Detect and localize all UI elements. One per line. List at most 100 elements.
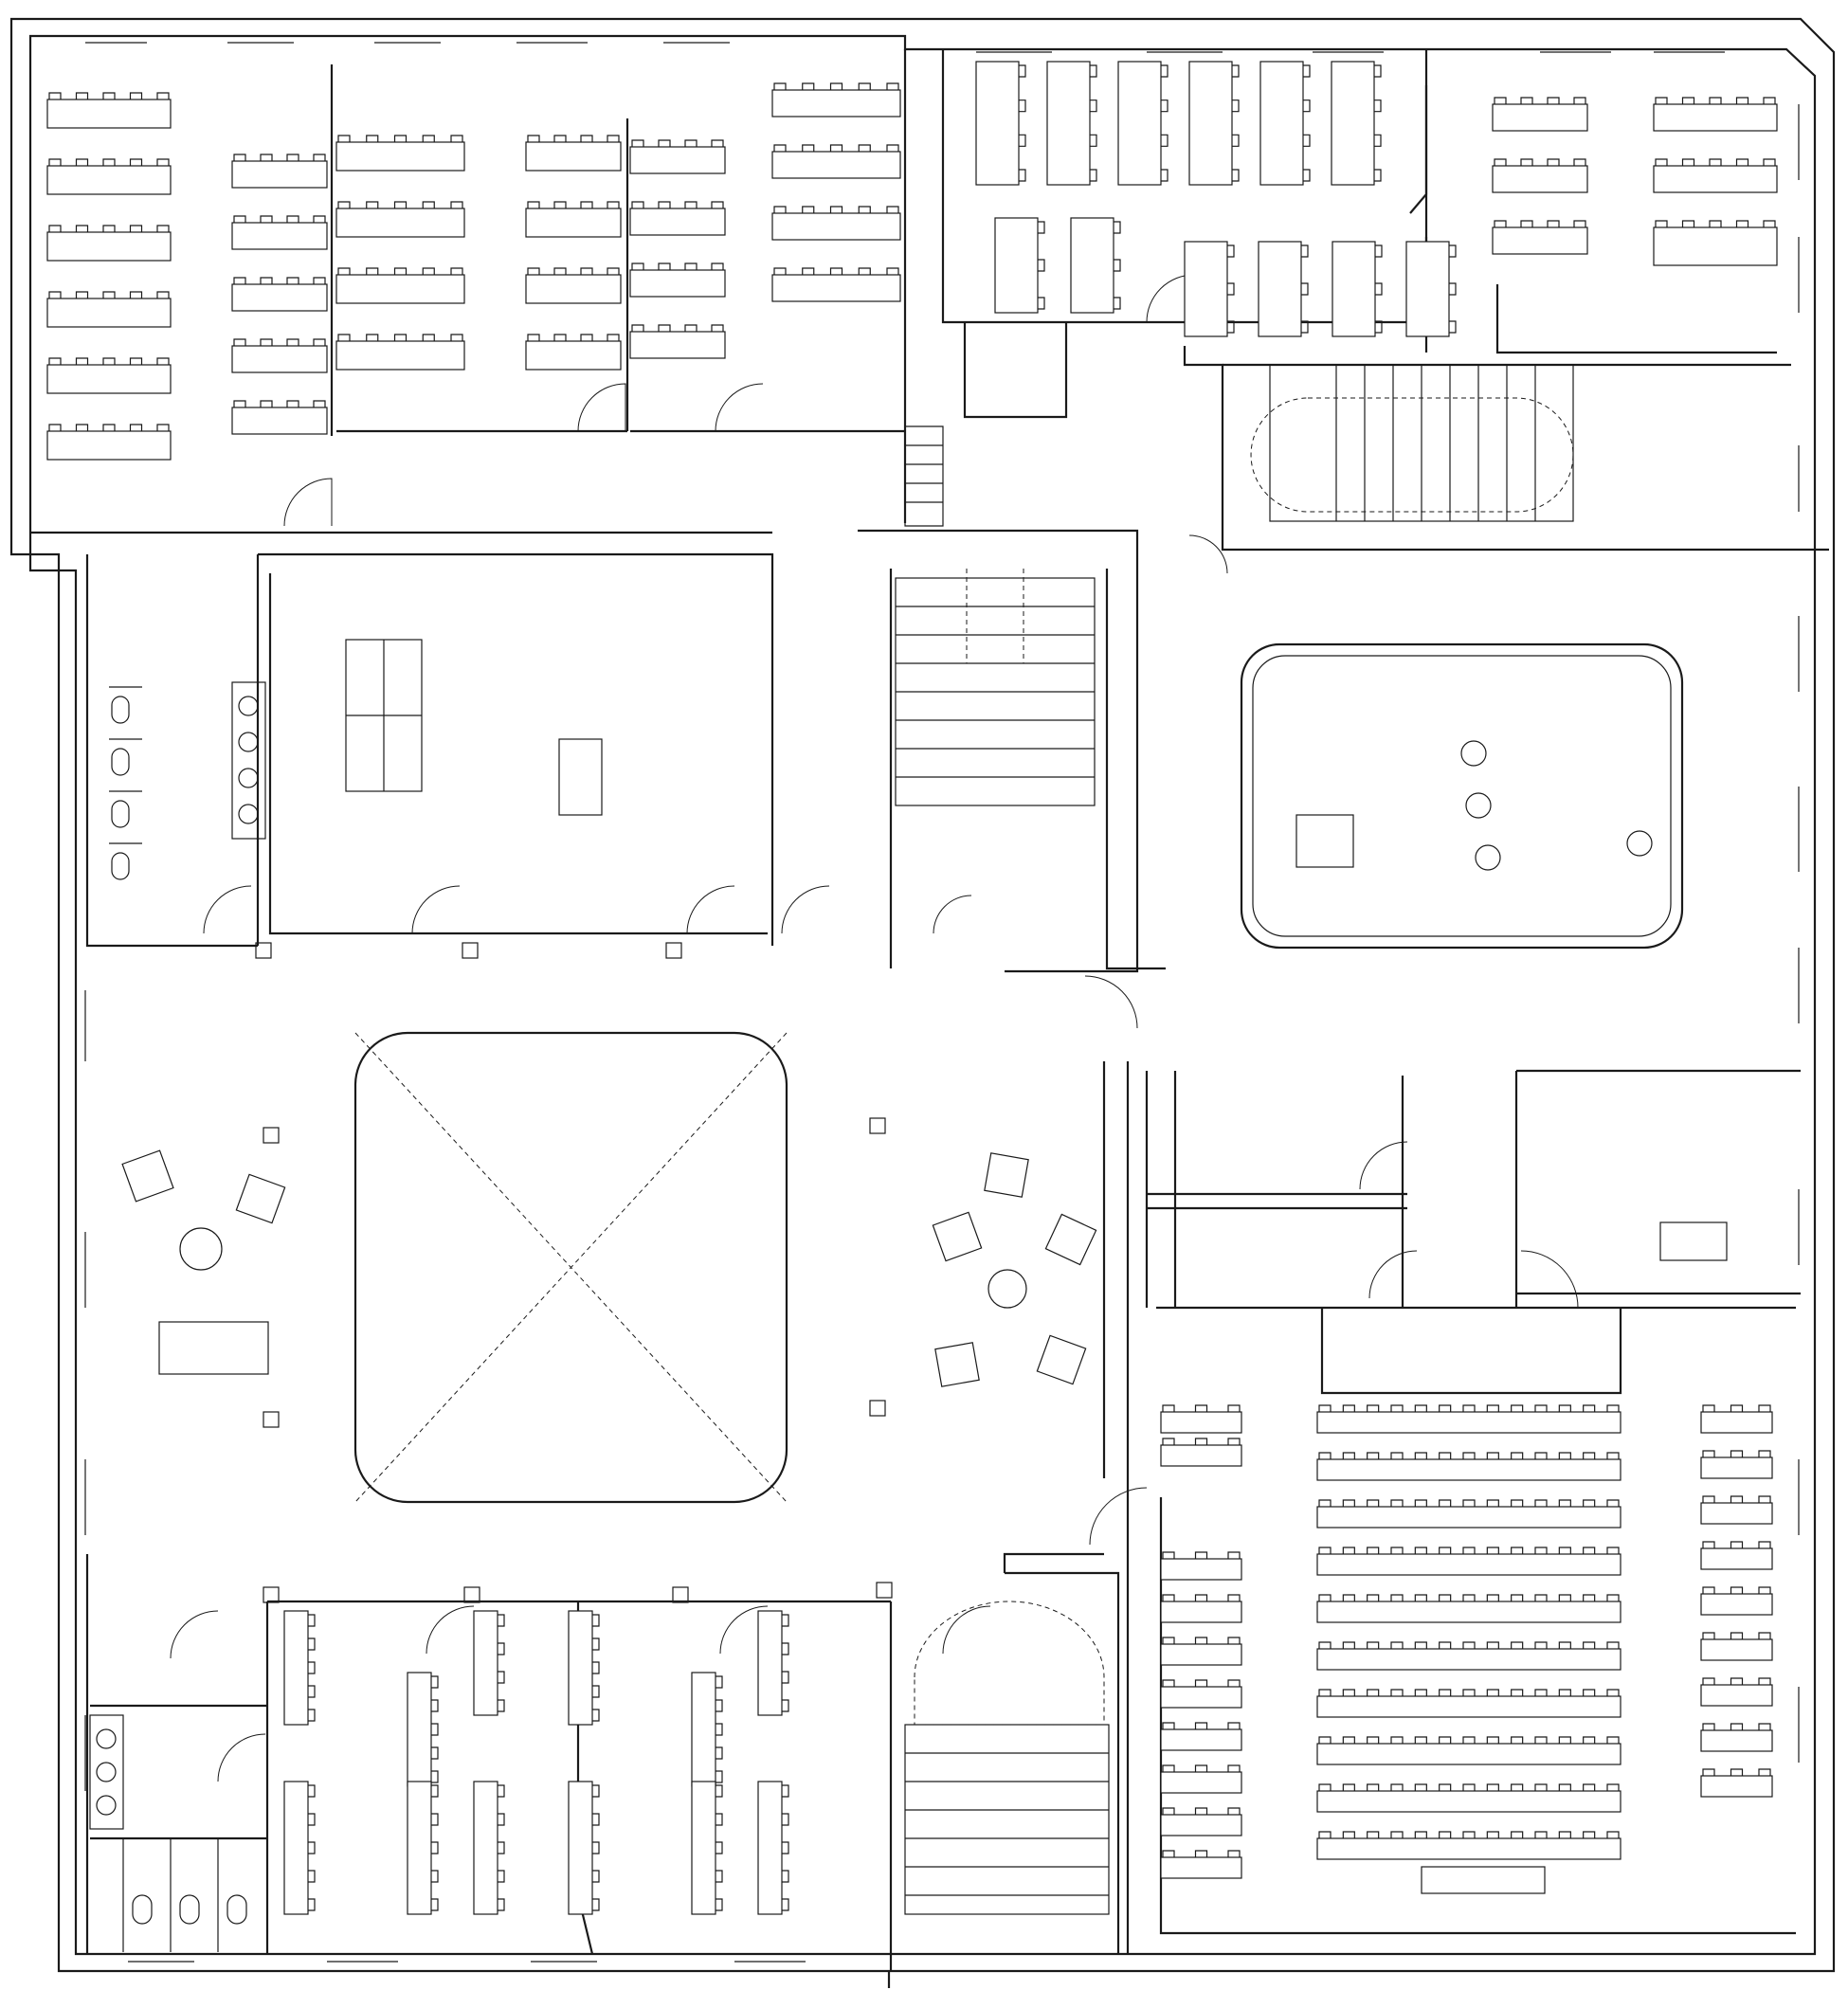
chair (1606, 1499, 1620, 1507)
chair (313, 338, 326, 346)
chair (1735, 220, 1749, 227)
desk (407, 1781, 432, 1915)
chair (102, 158, 116, 166)
chair (422, 135, 435, 142)
chair (1573, 158, 1586, 166)
chair (1763, 220, 1776, 227)
chair (1486, 1689, 1499, 1696)
chair (684, 201, 698, 208)
column (263, 1127, 280, 1144)
desk (1316, 1411, 1622, 1434)
chair (1486, 1404, 1499, 1412)
chair (1449, 244, 1457, 258)
chair (1606, 1641, 1620, 1649)
chair (75, 424, 89, 431)
chair (366, 334, 379, 341)
chair (1227, 1438, 1241, 1445)
desk (1316, 1648, 1622, 1671)
chair (431, 1770, 439, 1783)
desk (46, 231, 172, 262)
chair (1709, 97, 1722, 104)
windows (84, 42, 1800, 1963)
chair (1439, 1831, 1452, 1838)
chair (1462, 1499, 1476, 1507)
column (876, 1582, 893, 1599)
desk (1316, 1837, 1622, 1860)
chair (1558, 1547, 1571, 1554)
chair (858, 144, 871, 152)
chair (431, 1723, 439, 1736)
chair (607, 201, 620, 208)
chair (1462, 1547, 1476, 1554)
chair (129, 92, 143, 100)
desk (1331, 61, 1375, 186)
chair (1462, 1594, 1476, 1601)
chair (1390, 1783, 1404, 1791)
desk (691, 1781, 716, 1915)
chair (1194, 1637, 1208, 1644)
sink (238, 696, 259, 716)
round-table (179, 1227, 223, 1271)
toilet (111, 696, 130, 724)
chair (684, 262, 698, 270)
chair (1511, 1736, 1524, 1744)
desk (46, 430, 172, 461)
chair (1303, 64, 1311, 78)
chair (422, 267, 435, 275)
chair (1511, 1452, 1524, 1459)
column (665, 942, 682, 959)
chair (1462, 1404, 1476, 1412)
chair (1558, 1689, 1571, 1696)
chair (102, 225, 116, 232)
chair (129, 291, 143, 298)
chair (1019, 100, 1026, 113)
chair (1583, 1736, 1596, 1744)
desk (46, 165, 172, 195)
chair (1558, 1736, 1571, 1744)
chair (773, 82, 787, 90)
chair (1655, 97, 1668, 104)
column (869, 1400, 886, 1417)
chair (498, 1813, 505, 1826)
chair (1342, 1499, 1355, 1507)
chair (829, 267, 843, 275)
chair (1318, 1736, 1332, 1744)
chair (592, 1813, 600, 1826)
chair (1342, 1689, 1355, 1696)
chair (1162, 1637, 1175, 1644)
desk (335, 141, 465, 172)
chair (129, 225, 143, 232)
chair (1161, 64, 1169, 78)
chair (684, 324, 698, 332)
chair (337, 135, 351, 142)
chair (1090, 169, 1097, 182)
chair (1494, 97, 1507, 104)
chair (1702, 1495, 1715, 1503)
chair (1730, 1723, 1744, 1730)
chair (431, 1699, 439, 1712)
chair (1301, 320, 1309, 334)
chair (1534, 1641, 1548, 1649)
chair (1194, 1404, 1208, 1412)
chair (260, 154, 273, 161)
chair (1439, 1783, 1452, 1791)
chair (1486, 1594, 1499, 1601)
chair (1114, 297, 1121, 310)
chair (498, 1784, 505, 1798)
chair (886, 82, 899, 90)
chair (1606, 1452, 1620, 1459)
chair (1534, 1689, 1548, 1696)
desk (771, 89, 901, 118)
chair (631, 262, 644, 270)
chair (498, 1898, 505, 1911)
chair (286, 215, 299, 223)
chair (1702, 1723, 1715, 1730)
chair (48, 225, 62, 232)
chair (393, 267, 408, 275)
chair (631, 201, 644, 208)
chair (129, 424, 143, 431)
chair (1162, 1679, 1175, 1687)
chair (886, 206, 899, 213)
chair (1534, 1783, 1548, 1791)
chair (393, 334, 408, 341)
